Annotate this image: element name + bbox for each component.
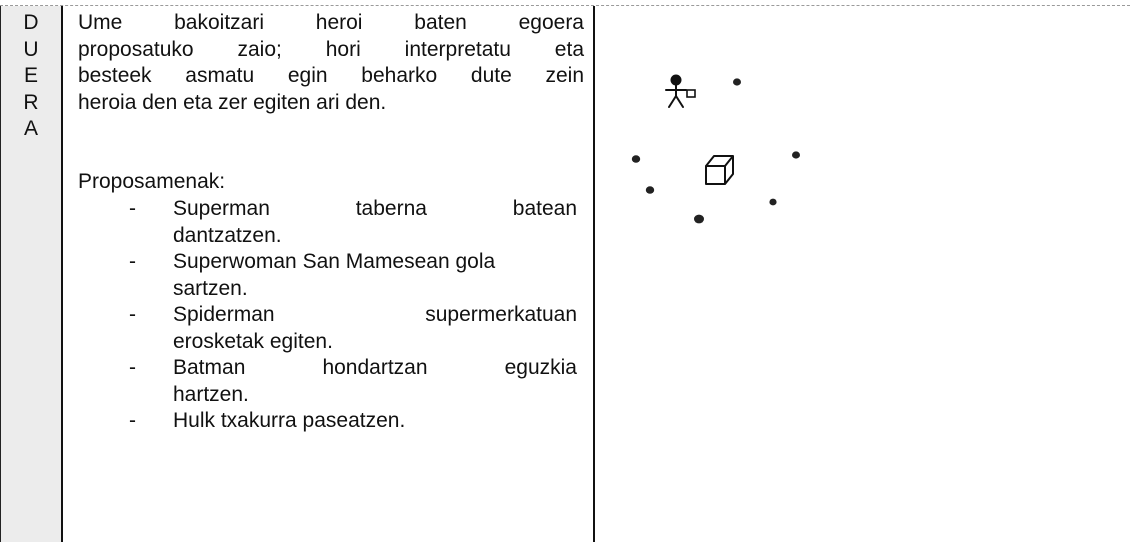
side-label-letters: D U E R A <box>1 6 61 143</box>
side-letter: D <box>23 11 39 34</box>
dot-mark <box>769 198 777 206</box>
side-letter: R <box>23 90 39 114</box>
side-label-column: D U E R A <box>0 6 63 542</box>
list-dash: - <box>129 356 136 379</box>
dot-mark <box>733 78 741 86</box>
proposal-item: - Batman hondartzan eguzkia hartzen. <box>101 355 577 408</box>
proposals-heading: Proposamenak: <box>78 170 226 193</box>
activity-sketch <box>631 74 800 224</box>
proposal-item: - Superwoman San Mamesean gola sartzen. <box>101 249 577 302</box>
proposal-item: - Hulk txakurra paseatzen. <box>101 408 577 435</box>
side-letter: U <box>23 37 39 61</box>
dot-mark <box>694 214 704 224</box>
proposal-line: dantzatzen. <box>173 223 282 247</box>
side-letter: A <box>23 117 38 140</box>
proposal-item: - Superman taberna batean dantzatzen. <box>101 196 577 249</box>
dot-circle <box>631 78 800 224</box>
dot-mark <box>792 151 800 159</box>
cube-icon <box>705 155 734 185</box>
proposals-list: - Superman taberna batean dantzatzen. - … <box>101 196 577 435</box>
proposal-item: - Spiderman supermerkatuan erosketak egi… <box>101 302 577 355</box>
page-top-dashed-line <box>0 5 1130 6</box>
list-dash: - <box>129 197 136 220</box>
list-dash: - <box>129 409 136 432</box>
proposal-line: Superwoman San Mamesean gola <box>173 250 496 273</box>
dot-mark <box>631 155 641 163</box>
list-dash: - <box>129 250 136 273</box>
proposal-line: sartzen. <box>173 276 248 300</box>
description-line: Ume bakoitzari heroi baten egoera <box>78 11 584 34</box>
dot-mark <box>645 186 655 194</box>
proposal-line: hartzen. <box>173 382 249 406</box>
proposal-line: Batman hondartzan eguzkia <box>173 356 577 379</box>
activity-description: Ume bakoitzari heroi baten egoera propos… <box>78 10 584 116</box>
stick-figure-icon <box>665 74 696 108</box>
activity-description-cell: Ume bakoitzari heroi baten egoera propos… <box>63 6 595 542</box>
side-letter: E <box>23 64 38 87</box>
proposal-line: erosketak egiten. <box>173 329 333 353</box>
description-line: proposatuko zaio; hori interpretatu eta <box>78 37 584 61</box>
list-dash: - <box>129 303 136 326</box>
proposal-line: Hulk txakurra paseatzen. <box>173 409 406 432</box>
proposal-line: Superman taberna batean <box>173 197 577 220</box>
proposal-line: Spiderman supermerkatuan <box>173 303 577 326</box>
description-line: heroia den eta zer egiten ari den. <box>78 90 387 114</box>
description-line: besteek asmatu egin beharko dute zein <box>78 64 584 87</box>
